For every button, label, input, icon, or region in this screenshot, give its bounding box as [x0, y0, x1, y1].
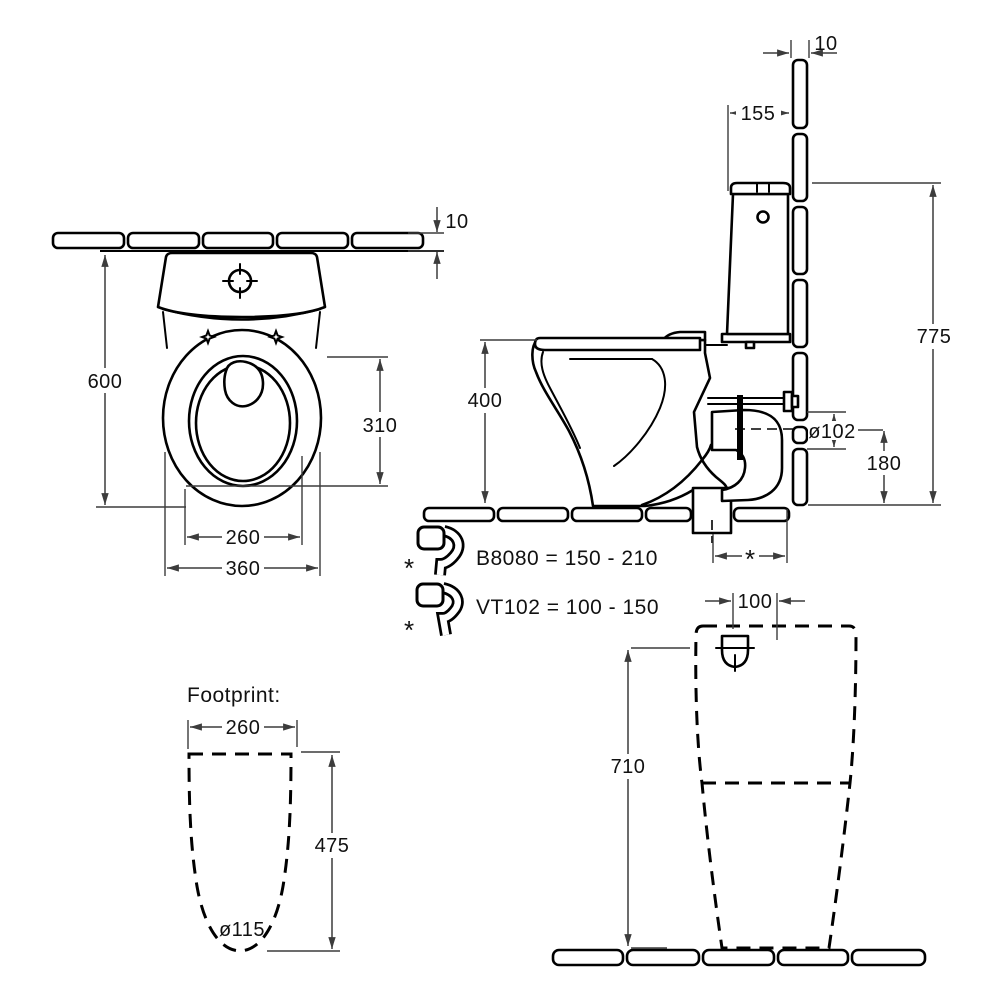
front-flush-outlet [223, 359, 265, 408]
footprint-title: Footprint: [187, 684, 281, 707]
hinge-marker-icon [199, 328, 217, 346]
dim-rear-cistern-height: 710 [611, 756, 646, 778]
dim-side-bowl-height: 400 [468, 390, 503, 412]
dim-footprint-drain-diameter: ø115 [219, 919, 265, 941]
dim-front-overall-width: 360 [226, 558, 261, 580]
dim-footprint-width: 260 [226, 717, 261, 739]
pan-connector-b8080-icon [416, 525, 465, 576]
dim-side-cistern-to-wall: 155 [741, 103, 776, 125]
front-wall-tiles [51, 231, 425, 250]
side-view: 10 155 775 400 ø102 [422, 33, 956, 574]
side-wall-tiles [791, 58, 809, 507]
front-view: 10 600 310 260 360 [51, 207, 468, 580]
side-trapway-sweep [640, 443, 713, 507]
legend-asterisk: * [404, 553, 414, 583]
dim-front-overall-height: 600 [88, 371, 123, 393]
side-pan-front-inner [540, 351, 581, 449]
legend-asterisk: * [404, 615, 414, 645]
dim-footprint-depth: 475 [315, 835, 350, 857]
front-view-dimensions: 10 600 310 260 360 [84, 207, 468, 580]
dim-rear-inlet-offset: 100 [738, 591, 773, 613]
front-tank-side-right [315, 311, 321, 349]
flush-button-icon [756, 210, 770, 224]
front-tank-side-left [162, 311, 168, 349]
dim-front-tile-thickness: 10 [445, 211, 468, 233]
side-cistern-lid [729, 181, 792, 196]
legend-b8080-label: B8080 = 150 - 210 [476, 547, 658, 570]
dim-side-overall-height: 775 [917, 326, 952, 348]
footprint-view: Footprint: 260 475 ø115 [187, 684, 353, 953]
dim-front-seat-inner-width: 260 [226, 527, 261, 549]
dim-side-outlet-diameter: ø102 [808, 421, 856, 443]
side-floor-tiles [422, 506, 791, 523]
dim-side-outlet-to-wall: * [745, 544, 755, 574]
side-bowl-cavity [613, 358, 667, 467]
hinge-marker-icon [267, 328, 285, 346]
rear-view: 100 710 [551, 591, 927, 967]
pan-connector-vt102-icon [415, 582, 464, 637]
side-pan-body [531, 338, 729, 508]
water-inlet-icon [715, 634, 755, 672]
side-cistern-tab [744, 340, 756, 350]
rear-floor-tiles [551, 948, 927, 967]
dim-side-outlet-center-height: 180 [867, 453, 902, 475]
legend-vt102-label: VT102 = 100 - 150 [476, 596, 659, 619]
dim-front-bowl-depth: 310 [363, 415, 398, 437]
footprint-outline [187, 752, 293, 953]
connector-legend: * B8080 = 150 - 210 * VT102 = 100 - 150 [404, 525, 659, 645]
side-view-dimensions: 10 155 775 400 ø102 [464, 33, 956, 574]
rear-outline [694, 624, 858, 950]
side-wall-flange-stub [790, 394, 800, 409]
front-cistern-lid [156, 251, 327, 319]
dim-side-tile-thickness: 10 [814, 33, 837, 55]
crosshair-icon [222, 263, 258, 299]
side-seat [533, 336, 702, 352]
